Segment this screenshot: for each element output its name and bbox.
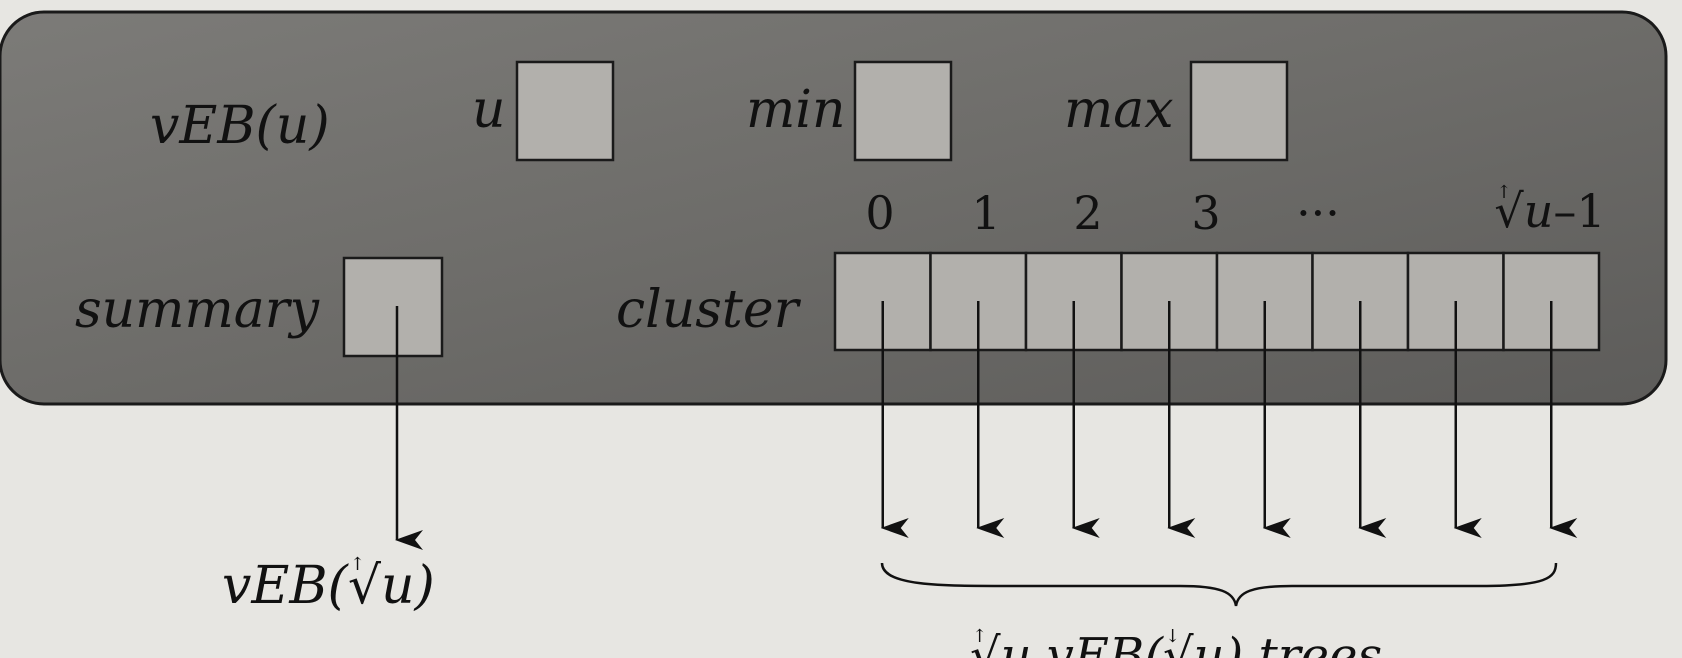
- radical: ↑√: [1494, 182, 1524, 238]
- cluster-array: [833, 251, 1601, 352]
- u-field-box: [515, 60, 615, 162]
- cluster-index-label: 3: [1191, 186, 1221, 240]
- cluster-target-label: ↑√u vEB(↓√u) trees: [970, 626, 1383, 658]
- cluster-field-label: cluster: [616, 280, 799, 340]
- cluster-pointer-arrows: [880, 301, 1578, 538]
- min-field-box: [853, 60, 953, 162]
- cluster-index-label: ···: [1296, 186, 1340, 240]
- min-field-label: min: [746, 80, 846, 140]
- summary-field-box: [342, 256, 444, 358]
- node-label: vEB(u): [150, 96, 330, 156]
- summary-field-label: summary: [75, 280, 320, 340]
- cluster-index-label: 1: [971, 186, 1001, 240]
- max-field-box: [1189, 60, 1289, 162]
- cluster-index-label: 0: [865, 186, 895, 240]
- cluster-last-index: ↑√u–1: [1494, 182, 1606, 238]
- cluster-index-label: 2: [1073, 186, 1103, 240]
- cluster-targets-brace: [880, 562, 1558, 607]
- u-field-label: u: [472, 80, 506, 140]
- max-field-label: max: [1064, 80, 1174, 140]
- summary-target-label: vEB(↑√u): [222, 554, 435, 616]
